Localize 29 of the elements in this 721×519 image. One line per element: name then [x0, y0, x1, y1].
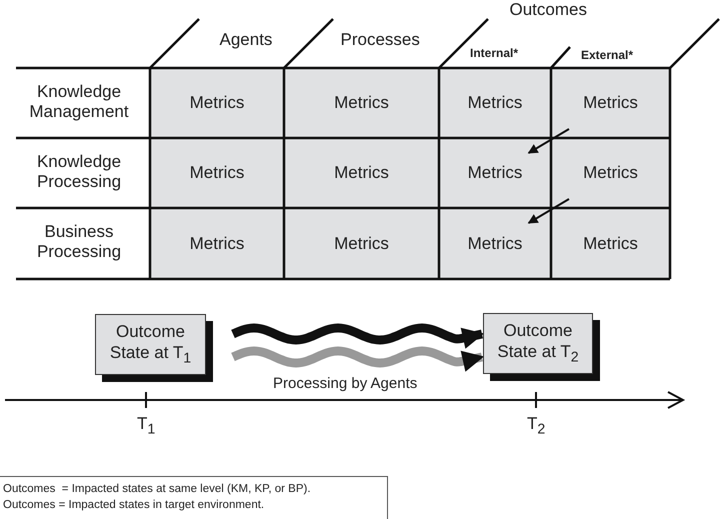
table-cell: Metrics: [551, 208, 670, 279]
table-cell: Metrics: [551, 68, 670, 138]
column-header: Agents: [220, 30, 272, 50]
caption: Processing by Agents: [273, 375, 418, 393]
arrow: [229, 346, 484, 372]
row-header: Business Processing: [36, 222, 122, 262]
row-header: Knowledge Management: [28, 82, 130, 122]
arrow: [528, 198, 570, 224]
note-text: Outcomes = Impacted states in target environment.: [3, 498, 266, 513]
column-header: External*: [581, 48, 634, 62]
table-cell: Metrics: [284, 68, 439, 138]
arrow: [229, 324, 484, 349]
table-cell: Metrics: [439, 68, 551, 138]
column-header: Processes: [340, 30, 420, 50]
arrow: [528, 128, 570, 154]
row-header: Knowledge Processing: [36, 152, 122, 192]
column-header: Internal*: [470, 46, 518, 60]
table-cell: Metrics: [150, 138, 284, 208]
table-cell: Metrics: [284, 138, 439, 208]
tick-label: T$_{1}$: [137, 414, 156, 438]
table-cell: Metrics: [439, 208, 551, 279]
table-cell: Metrics: [284, 208, 439, 279]
table-cell: Metrics: [439, 138, 551, 208]
note-text: Outcomes = Impacted states at same level (KM, KP, or BP).: [3, 482, 312, 497]
table-cell: Metrics: [150, 208, 284, 279]
table-cell: Metrics: [551, 138, 670, 208]
column-header: Outcomes: [510, 0, 587, 20]
tick-label: T$_{2}$: [527, 414, 546, 438]
table-cell: Metrics: [150, 68, 284, 138]
